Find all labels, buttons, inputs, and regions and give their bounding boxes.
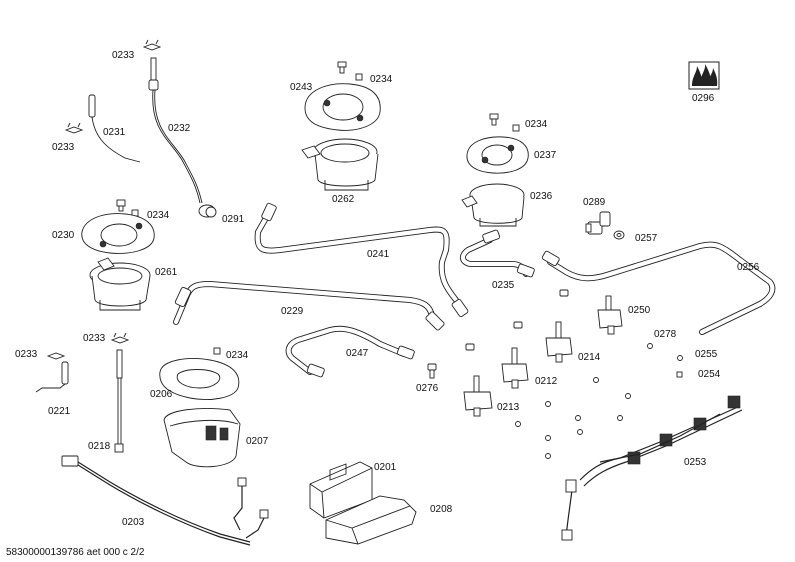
label-0233b: 0233 (52, 142, 75, 153)
label-0243: 0243 (290, 82, 313, 93)
label-0233c: 0233 (83, 333, 106, 344)
gas-pipe-0256 (541, 241, 776, 335)
label-0256: 0256 (737, 262, 760, 273)
gasket-0237 (466, 136, 529, 174)
small-fittings-scatter (515, 343, 683, 459)
label-0203: 0203 (122, 517, 145, 528)
cover-0208 (325, 495, 417, 545)
label-0229: 0229 (281, 306, 304, 317)
screw-0234-center (337, 61, 363, 81)
screw-0234-lower (213, 347, 221, 355)
thermocouple-0218 (114, 349, 124, 453)
label-0218: 0218 (88, 441, 111, 452)
label-0207: 0207 (246, 436, 269, 447)
gas-valve-0213 (463, 375, 493, 417)
thermocouple-0221 (35, 361, 69, 393)
label-0234c: 0234 (525, 119, 548, 130)
document-code: 58300000139786 aet 000 c 2/2 (6, 547, 145, 558)
thermocouple-0232 (148, 57, 217, 218)
label-0221: 0221 (48, 406, 71, 417)
label-0253: 0253 (684, 457, 707, 468)
label-0236: 0236 (530, 191, 553, 202)
gas-pipe-0241 (254, 202, 469, 318)
seal-ring-0257 (613, 230, 625, 240)
gas-valve-0250 (597, 295, 623, 335)
ignition-harness-0253 (561, 395, 743, 541)
label-0250: 0250 (628, 305, 651, 316)
nozzle-row-left (465, 289, 569, 351)
gas-pipe-0229 (173, 281, 445, 331)
label-0234a: 0234 (147, 210, 170, 221)
elbow-fitting-0289 (585, 211, 611, 235)
label-0291: 0291 (222, 214, 245, 225)
label-0247: 0247 (346, 348, 369, 359)
gas-pipe-0235 (460, 229, 535, 278)
burner-housing-0262 (301, 138, 379, 191)
label-0213: 0213 (497, 402, 520, 413)
label-0214: 0214 (578, 352, 601, 363)
burner-housing-0236 (461, 183, 525, 227)
label-0212: 0212 (535, 376, 558, 387)
gas-valve-0214 (545, 321, 573, 363)
label-0231: 0231 (103, 127, 126, 138)
label-0206: 0206 (150, 389, 173, 400)
clip-0233-left (64, 122, 84, 134)
clip-0233-lower-left (46, 352, 66, 360)
label-0233d: 0233 (15, 349, 38, 360)
label-0278: 0278 (654, 329, 677, 340)
clip-0233-lower (110, 332, 130, 344)
label-0296: 0296 (692, 93, 715, 104)
label-0234d: 0234 (226, 350, 249, 361)
label-0230: 0230 (52, 230, 75, 241)
label-0262: 0262 (332, 194, 355, 205)
label-0233a: 0233 (112, 50, 135, 61)
screw-0234-right (489, 113, 520, 132)
gas-valve-0212 (501, 347, 529, 389)
label-0289: 0289 (583, 197, 606, 208)
burner-housing-0261 (89, 257, 151, 311)
label-0254: 0254 (698, 369, 721, 380)
nozzle-0276 (427, 363, 437, 379)
flame-icon (688, 61, 720, 90)
label-0261: 0261 (155, 267, 178, 278)
label-0241: 0241 (367, 249, 390, 260)
burner-cup-0207 (163, 408, 241, 468)
gasket-0230 (81, 213, 155, 254)
cover-0201 (309, 461, 373, 519)
gasket-0243 (304, 83, 381, 131)
label-0232: 0232 (168, 123, 191, 134)
gasket-0206 (159, 358, 240, 400)
label-0235: 0235 (492, 280, 515, 291)
label-0257: 0257 (635, 233, 658, 244)
label-0208: 0208 (430, 504, 453, 515)
label-0201: 0201 (374, 462, 397, 473)
clip-0233-top (142, 39, 162, 51)
gas-pipe-0247 (285, 325, 415, 378)
wiring-harness-0203 (61, 455, 269, 546)
label-0255: 0255 (695, 349, 718, 360)
label-0276: 0276 (416, 383, 439, 394)
label-0237: 0237 (534, 150, 557, 161)
label-0234b: 0234 (370, 74, 393, 85)
thermocouple-0231 (88, 94, 141, 163)
